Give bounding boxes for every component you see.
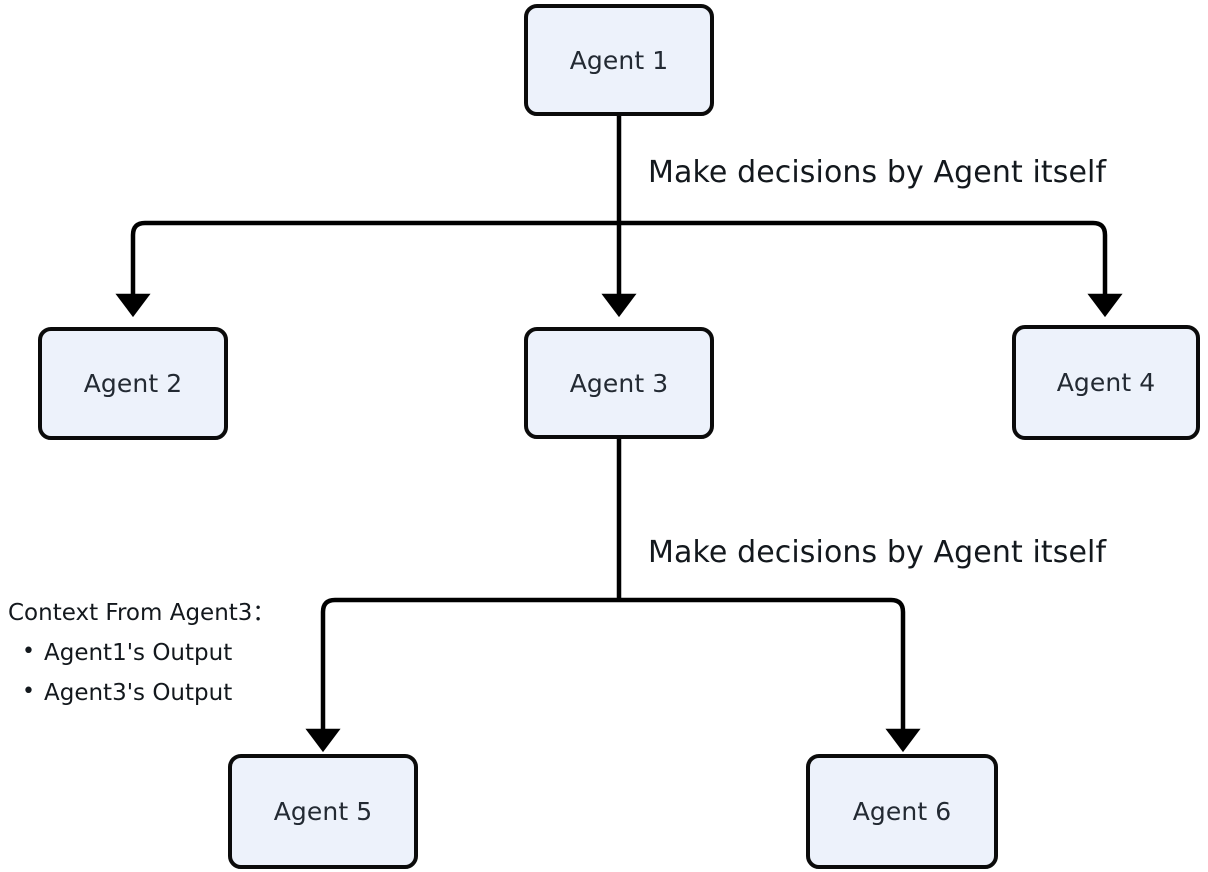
node-agent3[interactable]: Agent 3 bbox=[524, 327, 714, 439]
context-annotation-title: Context From Agent3： bbox=[8, 600, 276, 626]
context-annotation-list: Agent1's Output Agent3's Output bbox=[8, 641, 275, 705]
node-agent6-label: Agent 6 bbox=[852, 797, 952, 826]
node-agent5-label: Agent 5 bbox=[273, 797, 373, 826]
node-agent6[interactable]: Agent 6 bbox=[806, 754, 998, 869]
node-agent2[interactable]: Agent 2 bbox=[38, 327, 228, 440]
edge-label-bottom: Make decisions by Agent itself bbox=[648, 535, 1107, 570]
node-agent3-label: Agent 3 bbox=[569, 368, 669, 398]
node-agent1[interactable]: Agent 1 bbox=[524, 4, 714, 116]
context-annotation-item: Agent3's Output bbox=[22, 681, 275, 705]
context-annotation: Context From Agent3： Agent1's Output Age… bbox=[8, 602, 275, 705]
node-agent4[interactable]: Agent 4 bbox=[1012, 325, 1200, 440]
node-agent5[interactable]: Agent 5 bbox=[228, 754, 418, 869]
node-agent2-label: Agent 2 bbox=[83, 369, 183, 398]
node-agent1-label: Agent 1 bbox=[569, 45, 669, 75]
node-agent4-label: Agent 4 bbox=[1056, 368, 1156, 397]
edge-agent3-to-agent5 bbox=[305, 597, 619, 753]
edge-agent1-to-agent4 bbox=[619, 220, 1123, 318]
edge-agent3-to-agent6 bbox=[619, 597, 921, 753]
edge-label-top: Make decisions by Agent itself bbox=[648, 155, 1107, 190]
edge-agent1-to-agent2 bbox=[115, 220, 619, 318]
context-annotation-item: Agent1's Output bbox=[22, 641, 275, 665]
